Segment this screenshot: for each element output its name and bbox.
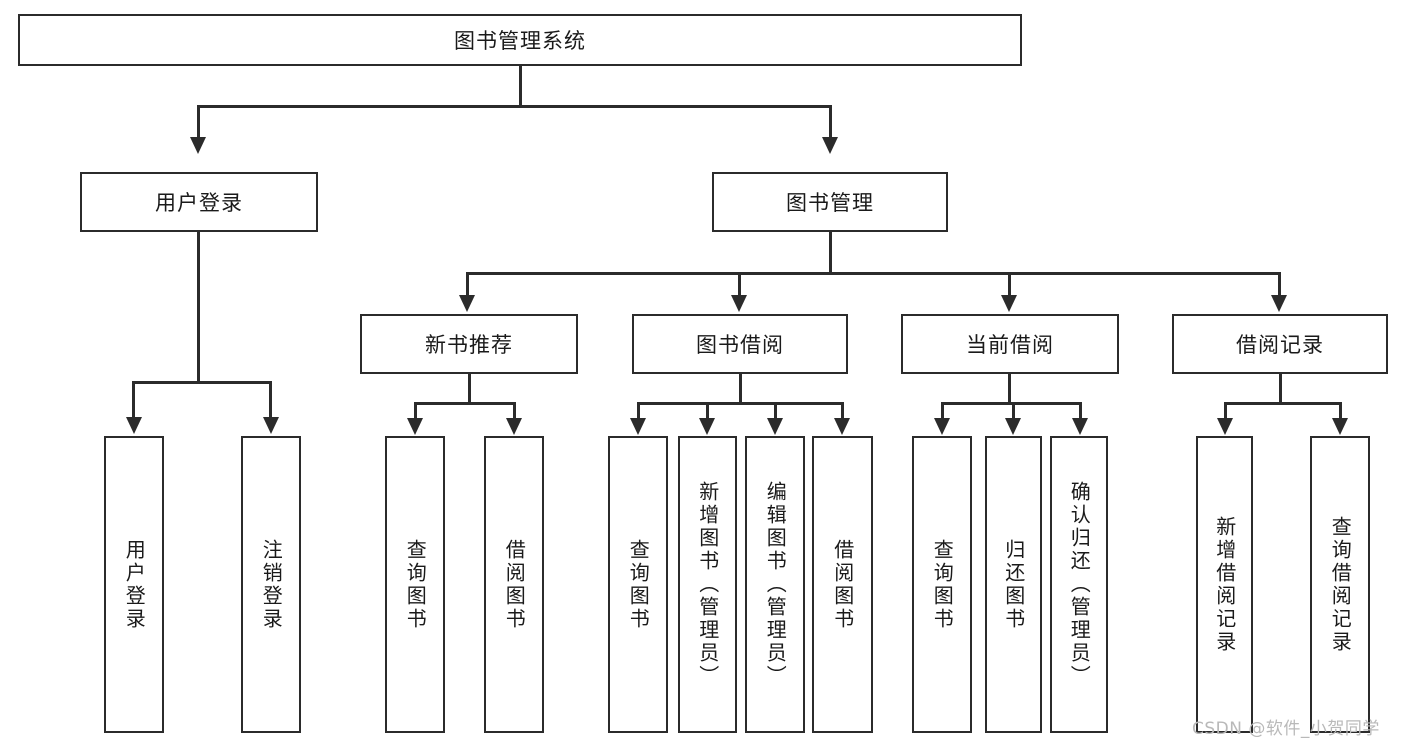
connector-cb-leaf-1 — [941, 402, 944, 420]
node-label: 新增图书（管理员） — [695, 481, 720, 688]
node-label: 借阅图书 — [830, 538, 855, 631]
connector-to-new-book-rec — [466, 272, 469, 297]
connector-root-stem — [519, 66, 522, 106]
arrowhead-leaf-user-login — [126, 417, 142, 434]
connector-current-borrow-bus — [941, 402, 1081, 405]
arrowhead-user-login — [190, 137, 206, 154]
node-book-management[interactable]: 图书管理 — [712, 172, 948, 232]
connector-book-borrow-bus — [637, 402, 843, 405]
connector-user-login-bus — [132, 381, 272, 384]
connector-new-book-rec-bus — [414, 402, 516, 405]
node-label: 确认归还（管理员） — [1067, 481, 1092, 688]
arrowhead-br-leaf-1 — [1217, 418, 1233, 435]
connector-book-mgmt-stem — [829, 232, 832, 274]
arrowhead-bb-leaf-2 — [699, 418, 715, 435]
node-label: 新书推荐 — [425, 333, 513, 357]
connector-cb-leaf-3 — [1079, 402, 1082, 420]
connector-root-to-user-login — [197, 105, 200, 139]
connector-nbr-leaf-2 — [513, 402, 516, 420]
connector-to-borrow-record — [1278, 272, 1281, 297]
node-label: 借阅记录 — [1236, 333, 1324, 357]
arrowhead-bb-leaf-3 — [767, 418, 783, 435]
connector-to-leaf-user-login — [132, 381, 135, 419]
connector-current-borrow-stem — [1008, 374, 1011, 404]
connector-book-borrow-stem — [739, 374, 742, 404]
node-root-system[interactable]: 图书管理系统 — [18, 14, 1022, 66]
arrowhead-cb-leaf-1 — [934, 418, 950, 435]
connector-book-mgmt-bus — [466, 272, 1280, 275]
leaf-add-book-admin[interactable]: 新增图书（管理员） — [678, 436, 737, 733]
leaf-query-books-recommend[interactable]: 查询图书 — [385, 436, 445, 733]
connector-bb-leaf-2 — [706, 402, 709, 420]
leaf-query-books-current[interactable]: 查询图书 — [912, 436, 972, 733]
node-label: 查询图书 — [626, 538, 651, 631]
arrowhead-book-mgmt — [822, 137, 838, 154]
connector-new-book-rec-stem — [468, 374, 471, 404]
leaf-borrow-books[interactable]: 借阅图书 — [812, 436, 873, 733]
node-current-borrow[interactable]: 当前借阅 — [901, 314, 1119, 374]
arrowhead-current-borrow — [1001, 295, 1017, 312]
leaf-confirm-return-admin[interactable]: 确认归还（管理员） — [1050, 436, 1108, 733]
node-new-book-recommend[interactable]: 新书推荐 — [360, 314, 578, 374]
leaf-logout[interactable]: 注销登录 — [241, 436, 301, 733]
node-book-borrow[interactable]: 图书借阅 — [632, 314, 848, 374]
node-label: 用户登录 — [122, 538, 147, 631]
arrowhead-nbr-leaf-1 — [407, 418, 423, 435]
arrowhead-leaf-logout — [263, 417, 279, 434]
leaf-borrow-books-recommend[interactable]: 借阅图书 — [484, 436, 544, 733]
arrowhead-borrow-record — [1271, 295, 1287, 312]
arrowhead-nbr-leaf-2 — [506, 418, 522, 435]
connector-root-to-book-mgmt — [829, 105, 832, 139]
connector-to-book-borrow — [738, 272, 741, 297]
connector-root-bus — [197, 105, 831, 108]
connector-borrow-record-stem — [1279, 374, 1282, 404]
connector-to-leaf-logout — [269, 381, 272, 419]
connector-nbr-leaf-1 — [414, 402, 417, 420]
connector-bb-leaf-4 — [841, 402, 844, 420]
arrowhead-cb-leaf-2 — [1005, 418, 1021, 435]
connector-borrow-record-bus — [1224, 402, 1341, 405]
leaf-user-login[interactable]: 用户登录 — [104, 436, 164, 733]
node-label: 查询图书 — [403, 538, 428, 631]
node-label: 图书管理系统 — [454, 29, 586, 53]
arrowhead-br-leaf-2 — [1332, 418, 1348, 435]
arrowhead-bb-leaf-1 — [630, 418, 646, 435]
leaf-add-borrow-record[interactable]: 新增借阅记录 — [1196, 436, 1253, 733]
connector-br-leaf-2 — [1339, 402, 1342, 420]
node-label: 编辑图书（管理员） — [763, 481, 788, 688]
node-label: 图书管理 — [786, 191, 874, 215]
arrowhead-bb-leaf-4 — [834, 418, 850, 435]
leaf-edit-book-admin[interactable]: 编辑图书（管理员） — [745, 436, 805, 733]
node-label: 图书借阅 — [696, 333, 784, 357]
node-user-login[interactable]: 用户登录 — [80, 172, 318, 232]
node-label: 用户登录 — [155, 191, 243, 215]
node-label: 归还图书 — [1001, 538, 1026, 631]
leaf-query-borrow-record[interactable]: 查询借阅记录 — [1310, 436, 1370, 733]
node-label: 注销登录 — [259, 538, 284, 631]
arrowhead-book-borrow — [731, 295, 747, 312]
connector-cb-leaf-2 — [1012, 402, 1015, 420]
leaf-query-books-borrow[interactable]: 查询图书 — [608, 436, 668, 733]
connector-br-leaf-1 — [1224, 402, 1227, 420]
arrowhead-cb-leaf-3 — [1072, 418, 1088, 435]
node-label: 借阅图书 — [502, 538, 527, 631]
node-label: 查询图书 — [930, 538, 955, 631]
node-label: 当前借阅 — [966, 333, 1054, 357]
connector-user-login-stem — [197, 232, 200, 383]
connector-bb-leaf-3 — [774, 402, 777, 420]
node-borrow-record[interactable]: 借阅记录 — [1172, 314, 1388, 374]
connector-to-current-borrow — [1008, 272, 1011, 297]
arrowhead-new-book-rec — [459, 295, 475, 312]
connector-bb-leaf-1 — [637, 402, 640, 420]
node-label: 新增借阅记录 — [1212, 515, 1237, 654]
node-label: 查询借阅记录 — [1328, 515, 1353, 654]
csdn-watermark: CSDN @软件_小贺同学 — [1192, 719, 1380, 739]
leaf-return-books[interactable]: 归还图书 — [985, 436, 1042, 733]
